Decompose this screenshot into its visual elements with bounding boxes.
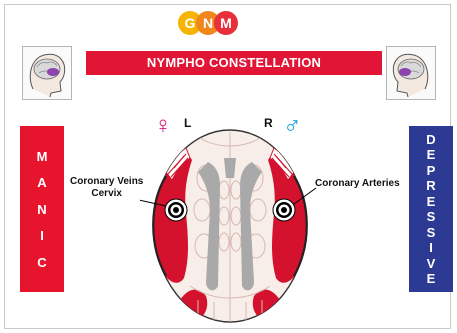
depressive-letter: P [427,164,436,177]
brain-head-right-image [386,46,436,100]
brain-relay-diagram [140,118,320,333]
manic-letter: I [40,229,44,242]
manic-letter: A [37,176,46,189]
manic-letter: C [37,256,46,269]
depressive-letter: D [426,133,435,146]
depressive-letter: E [427,272,436,285]
manic-letter: M [37,150,48,163]
depressive-letter: S [427,210,436,223]
label-coronary-veins-line1: Coronary Veins [70,176,143,188]
manic-bar: M A N I C [20,126,64,292]
logo-ball-m: M [214,11,238,35]
depressive-letter: S [427,226,436,239]
label-coronary-veins: Coronary Veins Cervix [70,176,143,200]
gnm-logo: G N M [178,11,274,35]
left-target-icon [165,199,187,221]
label-coronary-veins-line2: Cervix [70,188,143,200]
depressive-letter: E [427,195,436,208]
center-ventricle [224,158,236,178]
depressive-letter: V [427,257,436,270]
depressive-letter: E [427,148,436,161]
right-target-icon [273,199,295,221]
label-coronary-arteries: Coronary Arteries [315,178,400,190]
page-title: NYMPHO CONSTELLATION [86,51,382,75]
depressive-letter: I [429,241,433,254]
depressive-bar: D E P R E S S I V E [409,126,453,292]
brain-head-left-image [22,46,72,100]
manic-letter: N [37,203,46,216]
depressive-letter: R [426,179,435,192]
